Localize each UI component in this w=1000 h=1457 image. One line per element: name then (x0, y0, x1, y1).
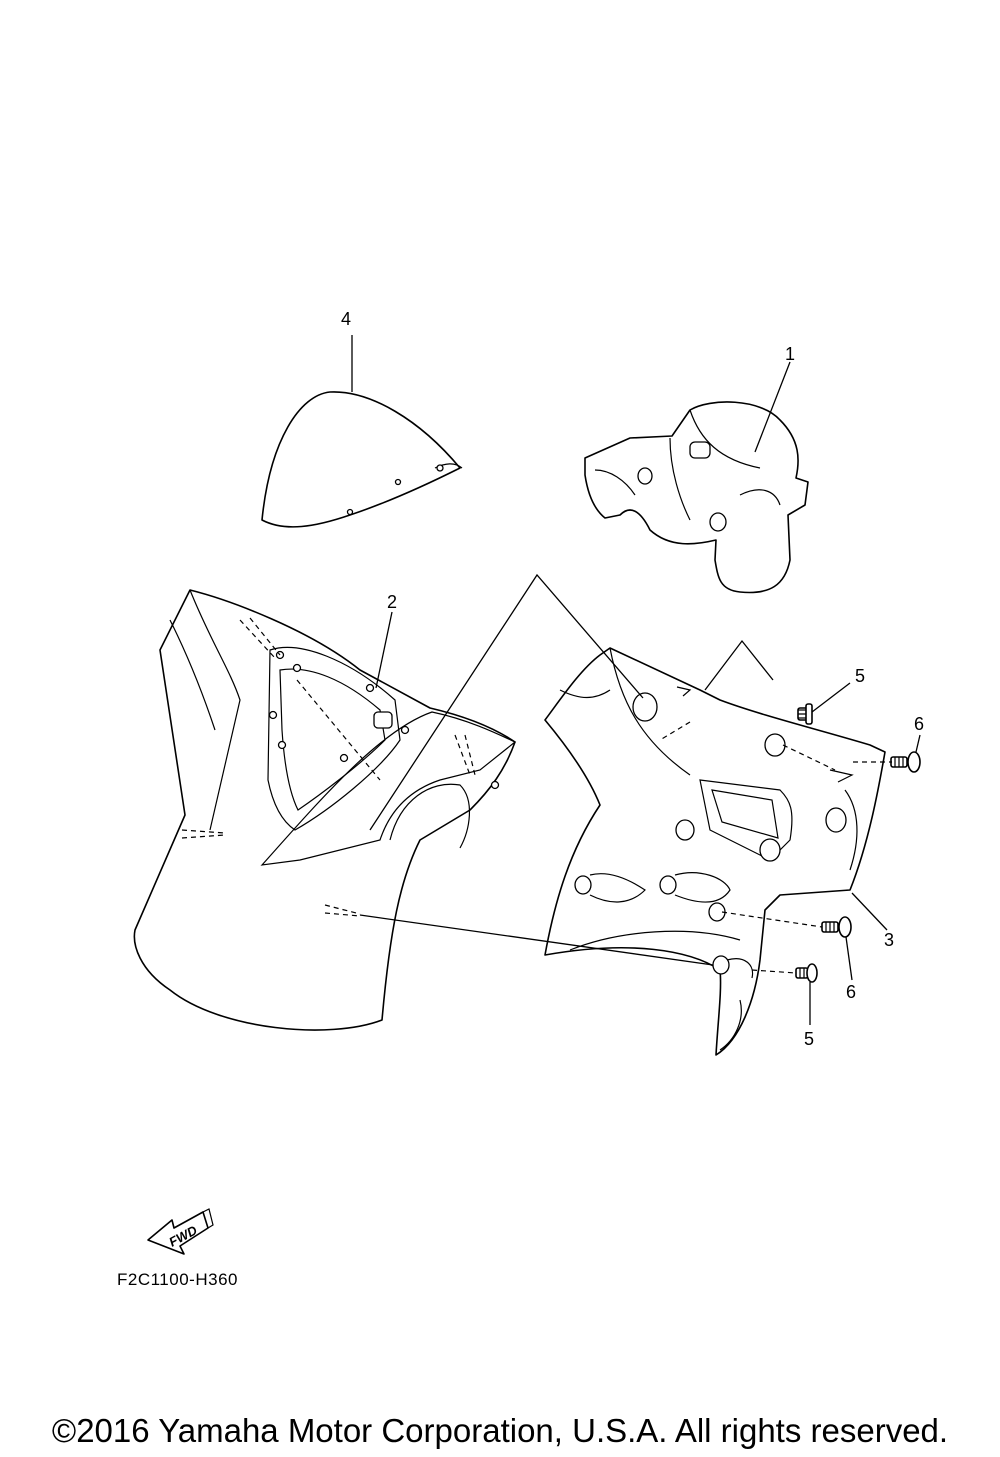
bolt-6-upper (890, 751, 921, 773)
bolt-5-upper (797, 703, 813, 725)
fwd-arrow-icon: FWD (147, 1208, 214, 1255)
callout-2: 2 (387, 592, 397, 612)
assembly-lines (296, 573, 892, 974)
callout-5-lower: 5 (804, 1029, 814, 1049)
copyright-notice: ©2016 Yamaha Motor Corporation, U.S.A. A… (51, 1412, 949, 1449)
callout-3: 3 (884, 930, 894, 950)
leader-6-upper (915, 734, 921, 753)
leader-2 (375, 611, 393, 689)
part-1-handlebar-cover (584, 401, 809, 594)
callout-4: 4 (341, 309, 351, 329)
callout-6-upper: 6 (914, 714, 924, 734)
part-3-inner-panel (544, 647, 886, 1056)
leader-5-upper (811, 682, 851, 713)
part-2-front-fairing (133, 589, 517, 1031)
callout-1: 1 (785, 344, 795, 364)
bolt-6-lower (821, 916, 852, 938)
callout-6-lower: 6 (846, 982, 856, 1002)
bolt-5-lower (795, 963, 818, 983)
drawing-code: F2C1100-H360 (117, 1270, 238, 1289)
leader-3 (851, 892, 888, 931)
part-4-front-cover (261, 391, 463, 528)
leader-6-lower (845, 936, 853, 981)
callout-5-upper: 5 (855, 666, 865, 686)
leader-1 (754, 361, 791, 453)
